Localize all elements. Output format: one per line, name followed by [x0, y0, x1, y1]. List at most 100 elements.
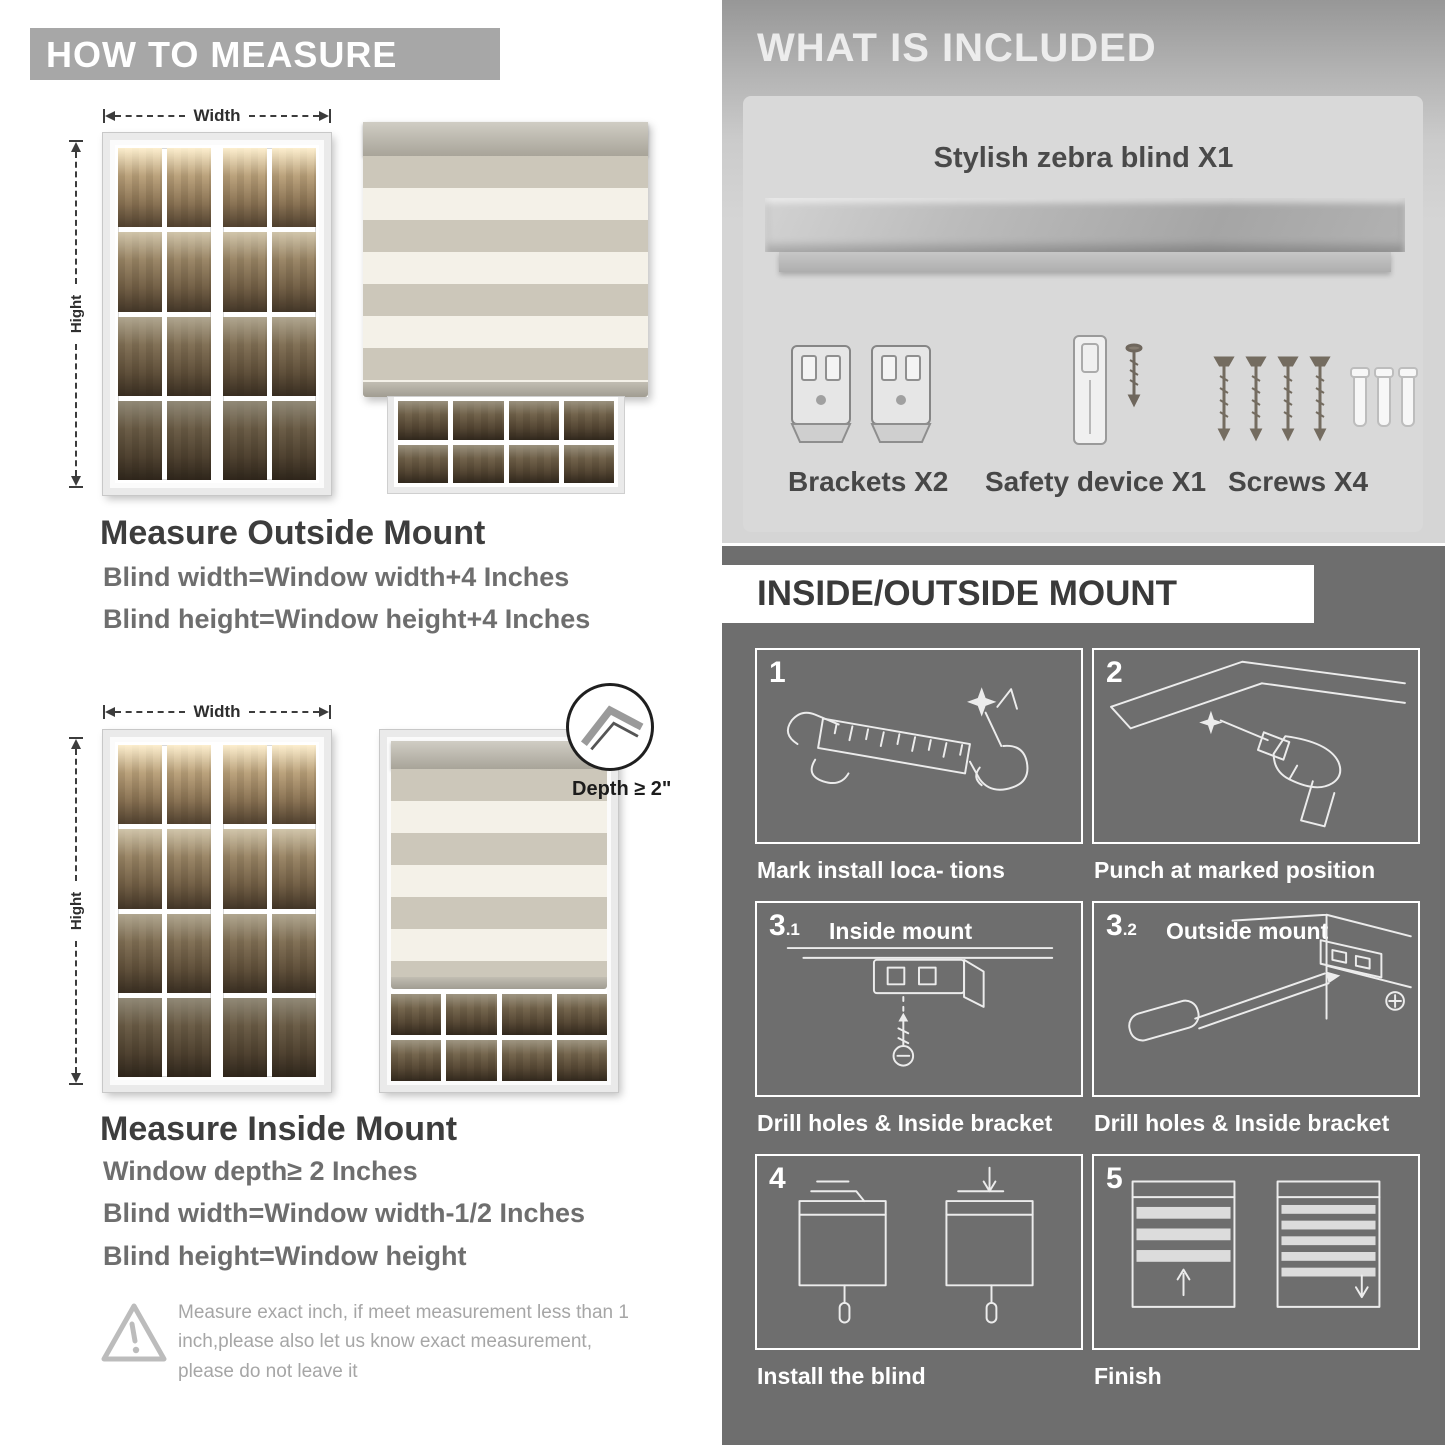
window-panes [398, 401, 614, 483]
step-5-caption: Finish [1094, 1363, 1162, 1389]
warning-triangle-icon [101, 1303, 167, 1362]
window-pane [272, 913, 316, 993]
inside-mount-stack [391, 741, 607, 1081]
window-pane [223, 829, 267, 909]
what-is-included-header: WHAT IS INCLUDED [757, 26, 1157, 70]
drill-illustration [1110, 660, 1406, 828]
step-4: 4 Install the blind [755, 1154, 1083, 1390]
how-to-measure-banner: HOW TO MEASURE [30, 28, 500, 80]
window-sash [115, 742, 214, 1080]
step-3-2-title: Outside mount [1166, 918, 1329, 944]
blind-headrail-bottom [779, 252, 1391, 272]
outside-formula-height: Blind height=Window height+4 Inches [103, 604, 591, 634]
arrow-line [248, 711, 319, 713]
window-pane [118, 997, 162, 1077]
blind-bottom-rail [363, 382, 648, 397]
step-3-2-cell: 3.2 Outside mount [1092, 901, 1420, 1097]
arrow-tick [103, 109, 105, 123]
outside-mount-title: Measure Outside Mount [100, 514, 486, 552]
window-pane [563, 444, 614, 483]
height-label: Hight [67, 891, 85, 931]
arrowhead-up-icon [71, 739, 81, 749]
window-pane [508, 401, 559, 440]
arrow-line [115, 115, 186, 117]
brackets-icon [790, 345, 932, 443]
height-label: Hight [67, 294, 85, 334]
step-5: 5 [1092, 1154, 1420, 1390]
inside-bracket-illustration [786, 947, 1054, 1067]
step-5-cell: 5 [1092, 1154, 1420, 1350]
arrow-line [75, 152, 77, 284]
height-arrow-inside: Hight [68, 737, 85, 1085]
window-pane [556, 1040, 607, 1081]
arrow-tick [69, 1083, 83, 1085]
window-pane [167, 148, 211, 228]
window-pane [391, 994, 442, 1035]
window-sashes [115, 145, 319, 483]
window-pane [118, 148, 162, 228]
window-pane [167, 745, 211, 825]
inside-formula-height: Blind height=Window height [103, 1241, 467, 1271]
step-2: 2 Punch at marked position [1092, 648, 1420, 884]
step-3-1-cell: 3.1 Inside mount [755, 901, 1083, 1097]
window-pane [223, 745, 267, 825]
step-3-1-title: Inside mount [829, 918, 973, 944]
window-panes [391, 989, 607, 1081]
window-pane [167, 232, 211, 312]
window-pane [272, 316, 316, 396]
window-pane [223, 316, 267, 396]
arrow-line [75, 749, 77, 881]
zebra-blind-inside-window [379, 729, 619, 1093]
safety-device-icon [1073, 335, 1143, 445]
window-pane [272, 997, 316, 1077]
zebra-blind-item-label: Stylish zebra blind X1 [933, 142, 1234, 174]
window-pane [167, 997, 211, 1077]
arrowhead-down-icon [71, 476, 81, 486]
window-pane [556, 994, 607, 1035]
arrow-line [115, 711, 186, 713]
install-blind-illustration [798, 1166, 1034, 1324]
window-pane [272, 745, 316, 825]
arrow-tick [69, 486, 83, 488]
step-number: 3.1 [769, 909, 800, 942]
window-pane [563, 401, 614, 440]
window-pane [118, 316, 162, 396]
window-sash [115, 145, 214, 483]
window-pane [167, 913, 211, 993]
window-sash [220, 742, 319, 1080]
window-pane [501, 1040, 552, 1081]
step-3-2: 3.2 Outside mount Drill holes & Inside b… [1092, 901, 1420, 1137]
inside-formula-depth: Window depth≥ 2 Inches [103, 1156, 418, 1186]
window-pane [167, 316, 211, 396]
step-4-cell: 4 [755, 1154, 1083, 1350]
window-pane [453, 401, 504, 440]
inside-mount-title: Measure Inside Mount [100, 1110, 458, 1148]
window-pane [118, 400, 162, 480]
height-arrow-outside: Hight [68, 140, 85, 488]
step-2-caption: Punch at marked position [1094, 857, 1376, 883]
step-2-cell: 2 [1092, 648, 1420, 844]
width-arrow-inside: Width [103, 702, 331, 721]
step-4-caption: Install the blind [757, 1363, 926, 1389]
window-pane [223, 400, 267, 480]
step-1-caption: Mark install loca- tions [757, 857, 1005, 883]
window-pane [398, 401, 449, 440]
window-pane [398, 444, 449, 483]
zebra-blind-outside [363, 122, 648, 397]
finish-illustration [1131, 1180, 1381, 1308]
arrowhead-up-icon [71, 142, 81, 152]
window-pane [501, 994, 552, 1035]
depth-zoom-circle [566, 683, 654, 771]
width-label: Width [193, 106, 241, 125]
step-number: 1 [769, 656, 786, 689]
screws-icon [1213, 356, 1418, 442]
window-pane [118, 232, 162, 312]
outside-bracket-illustration [1128, 913, 1412, 1042]
corner-detail-icon [580, 705, 644, 751]
window-pane [118, 829, 162, 909]
window-pane [223, 148, 267, 228]
window-pane [223, 232, 267, 312]
window-pane [223, 913, 267, 993]
window-pane [167, 400, 211, 480]
window-pane [391, 1040, 442, 1081]
